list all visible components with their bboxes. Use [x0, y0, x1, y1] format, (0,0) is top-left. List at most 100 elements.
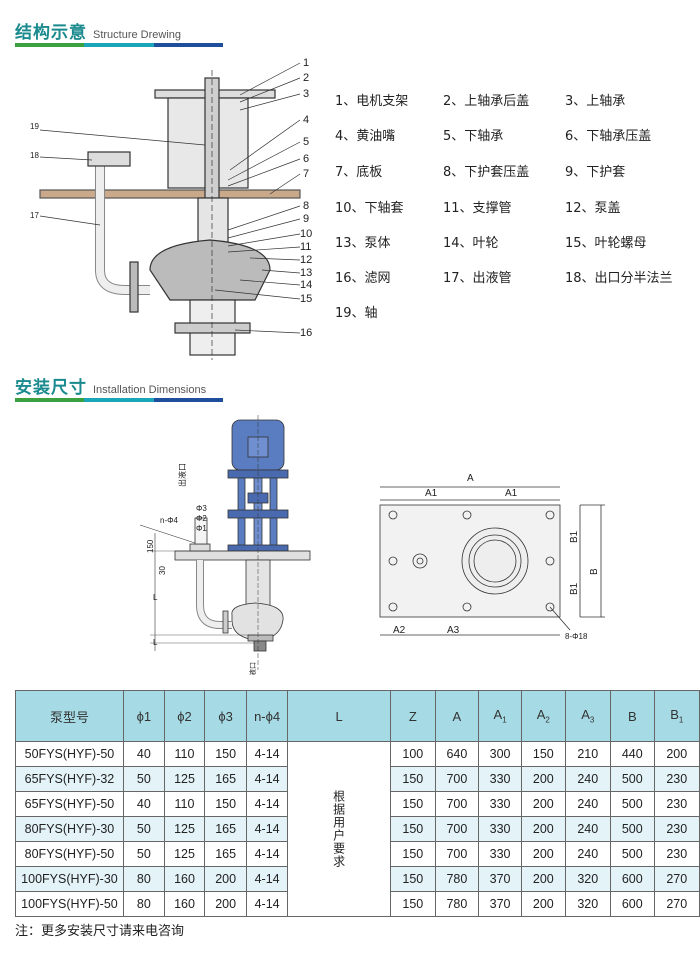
- table-cell: 150: [390, 766, 436, 792]
- table-cell: 4-14: [246, 866, 289, 892]
- callout-15: 15: [300, 293, 312, 305]
- dim-B1-label: B1: [569, 530, 580, 543]
- table-cell: 125: [163, 816, 206, 842]
- col-header: ϕ1: [122, 690, 165, 742]
- table-cell: 330: [478, 841, 522, 867]
- col-header: A: [434, 690, 480, 742]
- table-cell: 200: [653, 741, 700, 767]
- table-cell: 4-14: [246, 816, 289, 842]
- section-title-structure: 结构示意 Structure Drewing: [15, 18, 181, 43]
- merged-L-cell: 根据用户要求: [287, 741, 392, 917]
- table-cell: 100FYS(HYF)-30: [15, 866, 124, 892]
- part-item: 16、滤网: [335, 271, 391, 286]
- table-cell: 165: [204, 816, 248, 842]
- table-cell: 370: [478, 866, 522, 892]
- title-zh: 安装尺寸: [15, 378, 87, 398]
- n-phi4-label: n-Φ4: [160, 516, 178, 525]
- callout-10: 10: [300, 228, 312, 240]
- callout-12: 12: [300, 254, 312, 266]
- table-cell: 110: [163, 791, 206, 817]
- callout-13: 13: [300, 267, 312, 279]
- dim-B-label: B: [589, 568, 600, 575]
- table-cell: 4-14: [246, 741, 289, 767]
- table-cell: 150: [521, 741, 566, 767]
- table-cell: 240: [564, 816, 611, 842]
- part-item: 14、叶轮: [443, 236, 499, 251]
- table-cell: 100FYS(HYF)-50: [15, 891, 124, 917]
- section-title-installation: 安装尺寸 Installation Dimensions: [15, 373, 206, 398]
- table-cell: 780: [434, 891, 480, 917]
- col-header: B: [609, 690, 655, 742]
- dim-150-label: 150: [146, 539, 155, 553]
- table-cell: 600: [609, 891, 655, 917]
- table-cell: 65FYS(HYF)-32: [15, 766, 124, 792]
- phi2-label: Φ2: [196, 514, 207, 523]
- table-cell: 65FYS(HYF)-50: [15, 791, 124, 817]
- title-en: Structure Drewing: [93, 29, 182, 41]
- table-cell: 50: [122, 816, 165, 842]
- dim-A3-label: A3: [447, 625, 460, 636]
- table-cell: 50: [122, 841, 165, 867]
- part-item: 13、泵体: [335, 236, 391, 251]
- part-item: 6、下轴承压盖: [565, 129, 652, 144]
- part-item: 12、泵盖: [565, 201, 621, 216]
- part-item: 19、轴: [335, 306, 378, 321]
- structure-drawing: 1 2 3 4 5 6 7 8 9 10 11 12 13 14 15 16 1…: [30, 57, 312, 360]
- table-cell: 270: [653, 891, 700, 917]
- table-cell: 4-14: [246, 841, 289, 867]
- callout-2: 2: [303, 72, 309, 84]
- col-header: A1: [478, 690, 522, 742]
- table-cell: 150: [390, 841, 436, 867]
- col-header: A3: [564, 690, 611, 742]
- table-cell: 230: [653, 766, 700, 792]
- table-cell: 780: [434, 866, 480, 892]
- part-item: 3、上轴承: [565, 94, 626, 109]
- table-cell: 110: [163, 741, 206, 767]
- col-header: n-ϕ4: [246, 690, 289, 742]
- table-cell: 80: [122, 891, 165, 917]
- table-cell: 160: [163, 891, 206, 917]
- holes-label: 8-Φ18: [565, 632, 588, 641]
- col-header: 泵型号: [15, 690, 124, 742]
- table-cell: 330: [478, 791, 522, 817]
- table-cell: 330: [478, 816, 522, 842]
- table-cell: 200: [521, 891, 566, 917]
- table-cell: 230: [653, 816, 700, 842]
- part-item: 2、上轴承后盖: [443, 94, 530, 109]
- callout-9: 9: [303, 213, 309, 225]
- dim-L-label: L: [153, 593, 158, 602]
- table-cell: 100: [390, 741, 436, 767]
- table-cell: 600: [609, 866, 655, 892]
- table-cell: 330: [478, 766, 522, 792]
- table-cell: 500: [609, 766, 655, 792]
- table-cell: 165: [204, 841, 248, 867]
- title-underline: [15, 398, 223, 402]
- table-cell: 640: [434, 741, 480, 767]
- table-cell: 150: [390, 816, 436, 842]
- callout-18: 18: [30, 151, 39, 160]
- dim-A1-label: A1: [505, 488, 518, 499]
- table-cell: 160: [163, 866, 206, 892]
- table-cell: 440: [609, 741, 655, 767]
- table-cell: 4-14: [246, 766, 289, 792]
- table-cell: 150: [204, 741, 248, 767]
- table-cell: 270: [653, 866, 700, 892]
- col-header: Z: [390, 690, 436, 742]
- callout-7: 7: [303, 168, 309, 180]
- callout-6: 6: [303, 153, 309, 165]
- callout-16: 16: [300, 327, 312, 339]
- table-cell: 200: [204, 866, 248, 892]
- table-cell: 125: [163, 841, 206, 867]
- callout-5: 5: [303, 136, 309, 148]
- table-cell: 80FYS(HYF)-50: [15, 841, 124, 867]
- table-cell: 300: [478, 741, 522, 767]
- table-cell: 150: [390, 866, 436, 892]
- table-cell: 500: [609, 816, 655, 842]
- part-item: 10、下轴套: [335, 201, 404, 216]
- table-cell: 150: [390, 891, 436, 917]
- callout-14: 14: [300, 279, 312, 291]
- table-cell: 50FYS(HYF)-50: [15, 741, 124, 767]
- table-cell: 500: [609, 841, 655, 867]
